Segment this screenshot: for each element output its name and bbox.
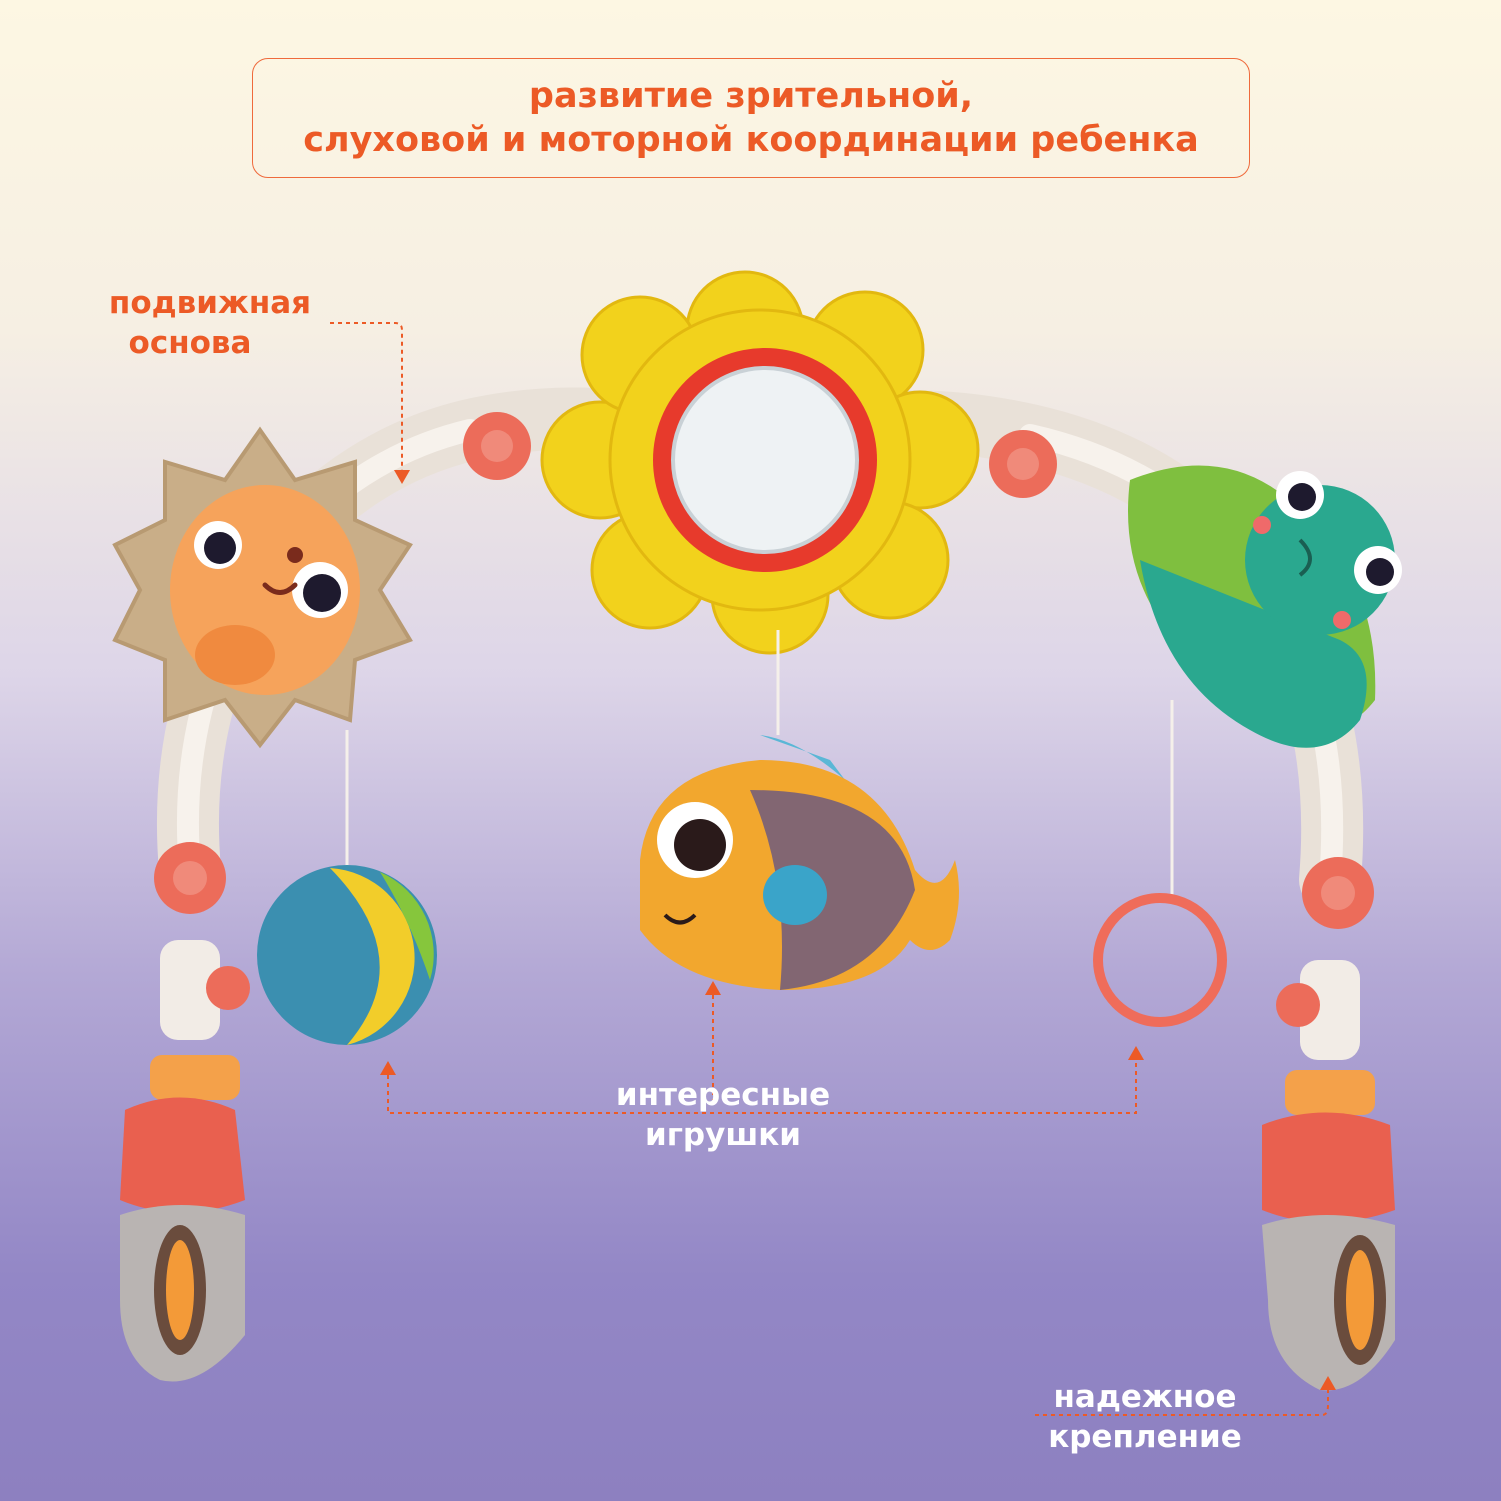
label-movable-base: подвижная основа	[90, 283, 330, 363]
plush-fish-toy[interactable]	[640, 735, 959, 990]
hanging-strings	[345, 630, 1174, 895]
label-interesting-toys: интересные игрушки	[583, 1075, 863, 1155]
label-secure-mount-line-2: крепление	[1048, 1419, 1242, 1455]
right-clamp[interactable]	[1262, 960, 1395, 1391]
label-interesting-toys-line-1: интересные	[615, 1077, 831, 1113]
label-movable-base-line-2: основа	[128, 325, 252, 361]
headline-line-1: развитие зрительной,	[528, 76, 974, 116]
headline-box: развитие зрительной, слуховой и моторной…	[252, 58, 1250, 178]
arch-joint-top-right[interactable]	[989, 430, 1057, 498]
label-interesting-toys-line-2: игрушки	[645, 1117, 801, 1153]
left-clamp[interactable]	[120, 940, 250, 1382]
pointer-lines	[330, 322, 1329, 1416]
label-secure-mount-line-1: надежное	[1053, 1379, 1237, 1415]
arch-joint-left[interactable]	[154, 842, 226, 914]
arch-joint-right[interactable]	[1302, 857, 1374, 929]
fabric-ball-toy[interactable]	[257, 865, 437, 1045]
headline-line-2: слуховой и моторной координации ребенка	[303, 120, 1199, 160]
arch-joint-top-left[interactable]	[463, 412, 531, 480]
sun-bear-toy[interactable]	[112, 426, 413, 749]
flower-mirror-toy[interactable]	[540, 270, 980, 655]
coral-ring-toy[interactable]	[1093, 893, 1227, 1027]
pointer-arrowheads	[380, 470, 1336, 1390]
leaf-frog-toy[interactable]	[1128, 465, 1402, 748]
label-secure-mount: надежное крепление	[1020, 1377, 1270, 1457]
label-movable-base-line-1: подвижная	[108, 285, 312, 321]
